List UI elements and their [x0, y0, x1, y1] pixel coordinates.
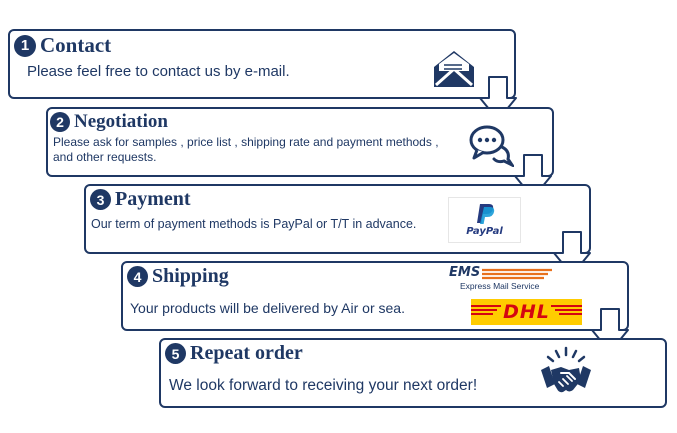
step-title: 3 Payment [90, 188, 191, 211]
step-description-line-2: and other requests. [53, 150, 157, 164]
ems-subtitle: Express Mail Service [460, 281, 540, 291]
step-number-badge: 5 [165, 343, 186, 364]
chat-bubble-icon [469, 125, 514, 167]
step-description: We look forward to receiving your next o… [169, 377, 478, 394]
step-title-text: Contact [40, 33, 112, 57]
step-number-badge: 2 [50, 112, 70, 132]
step-title-text: Shipping [152, 265, 229, 287]
step-title: 1 Contact [14, 33, 111, 58]
ems-logo: EMS Express Mail Service [448, 265, 552, 293]
ems-stripes-icon [482, 268, 552, 280]
paypal-wordmark: PayPal [466, 226, 503, 237]
step-repeat-order: 5 Repeat order We look forward to receiv… [159, 338, 667, 408]
step-number-badge: 1 [14, 34, 36, 57]
step-number-badge: 4 [127, 266, 148, 287]
step-title: 5 Repeat order [165, 342, 303, 365]
step-shipping: 4 Shipping Your products will be deliver… [121, 261, 629, 331]
handshake-icon [541, 346, 591, 393]
step-description: Our term of payment methods is PayPal or… [91, 217, 417, 231]
dhl-logo: DHL [471, 299, 582, 325]
dhl-wordmark: DHL [503, 301, 550, 323]
paypal-logo: PayPal [448, 197, 521, 243]
step-description-line-1: Please ask for samples , price list , sh… [53, 135, 439, 149]
step-title: 4 Shipping [127, 265, 229, 288]
step-description: Please feel free to contact us by e-mail… [27, 63, 290, 80]
step-title-text: Negotiation [74, 111, 168, 132]
step-payment: 3 Payment Our term of payment methods is… [84, 184, 591, 254]
step-contact: 1 Contact Please feel free to contact us… [8, 29, 516, 99]
step-number-badge: 3 [90, 189, 111, 210]
step-title-text: Payment [115, 188, 191, 210]
step-title: 2 Negotiation [50, 111, 168, 133]
envelope-icon [434, 51, 474, 87]
dhl-stripes-icon [471, 305, 582, 315]
ems-wordmark: EMS [449, 265, 483, 280]
step-description: Your products will be delivered by Air o… [130, 300, 405, 316]
paypal-p-icon [477, 204, 495, 224]
step-title-text: Repeat order [190, 342, 303, 364]
step-negotiation: 2 Negotiation Please ask for samples , p… [46, 107, 554, 177]
